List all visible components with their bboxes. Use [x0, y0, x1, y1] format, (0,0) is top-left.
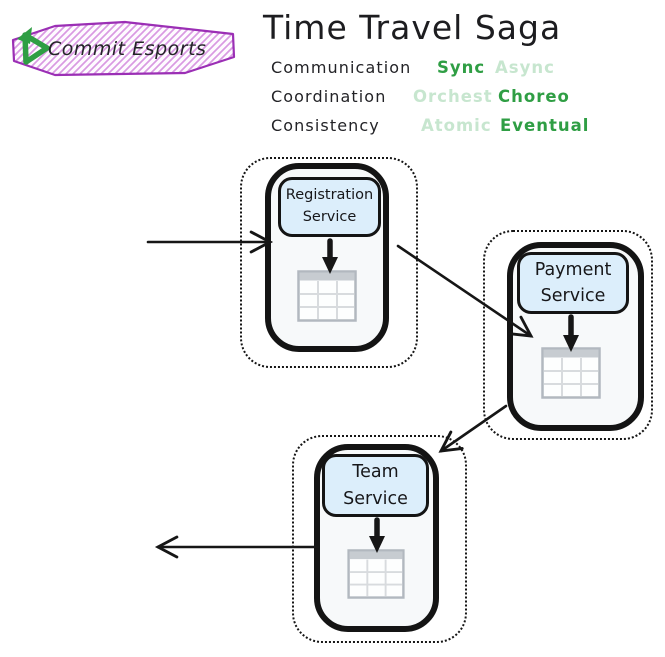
service-name-line2: Service — [540, 286, 606, 306]
registration-service-label: Registration Service — [278, 177, 381, 237]
legend-option-async: Async — [495, 58, 555, 77]
legend-label: Consistency — [271, 116, 380, 135]
team-service-label: Team Service — [322, 454, 429, 517]
legend-option-sync: Sync — [437, 58, 486, 77]
service-name-line2: Service — [302, 209, 357, 225]
commit-play-arrow-icon — [17, 27, 50, 65]
service-name-line1: Team — [352, 462, 399, 483]
legend-row-communication: Communication Sync Async — [271, 58, 611, 87]
legend-row-consistency: Consistency Atomic Eventual — [271, 116, 611, 145]
badge-shape — [11, 20, 236, 77]
registration-boundary: Registration Service — [240, 157, 418, 368]
legend-option-eventual: Eventual — [500, 116, 590, 135]
service-name-line1: Registration — [285, 187, 374, 204]
commit-esports-badge: Commit Esports — [10, 18, 242, 80]
team-service-node: Team Service — [314, 444, 439, 632]
legend-row-coordination: Coordination Orchest Choreo — [271, 87, 611, 116]
legend-option-orchest: Orchest — [413, 87, 493, 106]
payment-boundary: Payment Service — [483, 230, 653, 440]
legend-label: Coordination — [271, 87, 387, 106]
diagram-title: Time Travel Saga — [263, 8, 562, 47]
database-table-icon — [297, 270, 357, 326]
badge-label: Commit Esports — [48, 38, 207, 60]
legend: Communication Sync Async Coordination Or… — [271, 58, 611, 145]
legend-option-atomic: Atomic — [421, 116, 492, 135]
legend-option-choreo: Choreo — [498, 87, 570, 106]
legend-label: Communication — [271, 58, 412, 77]
database-table-icon — [347, 549, 405, 603]
payment-service-label: Payment Service — [517, 252, 629, 314]
team-boundary: Team Service — [292, 435, 467, 643]
service-name-line1: Payment — [534, 259, 612, 280]
service-name-line2: Service — [343, 488, 408, 509]
database-table-icon — [541, 347, 601, 403]
registration-service-node: Registration Service — [265, 163, 389, 352]
payment-service-node: Payment Service — [507, 242, 644, 431]
